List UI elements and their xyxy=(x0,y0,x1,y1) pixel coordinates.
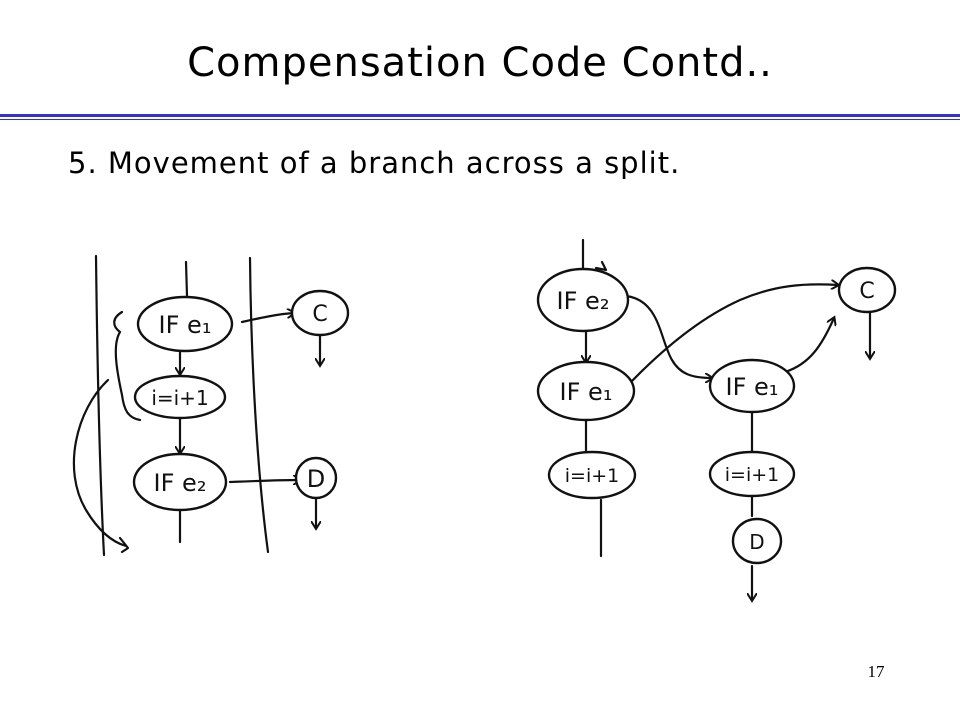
movement-arc xyxy=(72,378,128,548)
right-edge-if-e1-b-to-c xyxy=(783,318,834,374)
left-node-assign-label: i=i+1 xyxy=(151,386,208,410)
left-node-d-label: D xyxy=(307,465,325,493)
right-node-c: C xyxy=(837,266,897,314)
right-edge-if-e2-to-if-e1-b xyxy=(624,294,712,378)
right-node-assign-a-label: i=i+1 xyxy=(565,465,620,487)
left-node-if-e1: IF e₁ xyxy=(136,295,234,353)
right-node-d-label: D xyxy=(749,530,764,554)
left-node-if-e2: IF e₂ xyxy=(132,452,228,512)
title-rule xyxy=(0,114,960,117)
slide-title: Compensation Code Contd.. xyxy=(187,40,773,86)
movement-arc-head xyxy=(118,536,130,554)
right-node-assign-a: i=i+1 xyxy=(547,450,637,500)
right-node-c-label: C xyxy=(859,279,874,304)
right-node-if-e2-label: IF e₂ xyxy=(557,287,610,315)
left-node-if-e2-label: IF e₂ xyxy=(154,469,207,497)
right-node-if-e2: IF e₂ xyxy=(536,267,630,333)
right-node-if-e1-a-label: IF e₁ xyxy=(560,378,613,406)
left-node-d: D xyxy=(294,456,338,500)
right-node-if-e1-b-label: IF e₁ xyxy=(726,373,779,401)
grouping-brace xyxy=(113,310,142,422)
left-node-if-e1-label: IF e₁ xyxy=(159,311,212,339)
left-entry-edge xyxy=(184,260,189,298)
left-boundary-line xyxy=(94,254,106,557)
right-node-d: D xyxy=(731,517,783,565)
title-rule-thin xyxy=(0,119,960,120)
left-node-c-label: C xyxy=(312,302,327,327)
left-node-c: C xyxy=(290,289,350,337)
right-node-assign-b-label: i=i+1 xyxy=(725,464,780,486)
left-diagram: IF e₁ i=i+1 IF e₂ C D xyxy=(72,254,350,557)
right-diagram: IF e₂ IF e₁ i=i+1 IF e₁ i=i+1 C D xyxy=(536,238,897,600)
right-edge-if-e1-a-to-c xyxy=(628,284,838,385)
right-node-if-e1-a: IF e₁ xyxy=(536,360,636,422)
bullet-text: 5. Movement of a branch across a split. xyxy=(68,146,681,180)
right-node-assign-b: i=i+1 xyxy=(708,450,796,498)
left-edge-if-e2-to-d xyxy=(228,480,300,482)
left-edge-if-e1-to-c xyxy=(240,313,294,324)
left-node-assign: i=i+1 xyxy=(133,374,227,420)
right-entry-tick xyxy=(594,260,608,272)
right-boundary-line xyxy=(248,256,270,554)
right-node-if-e1-b: IF e₁ xyxy=(708,358,796,414)
page-number: 17 xyxy=(867,662,885,681)
